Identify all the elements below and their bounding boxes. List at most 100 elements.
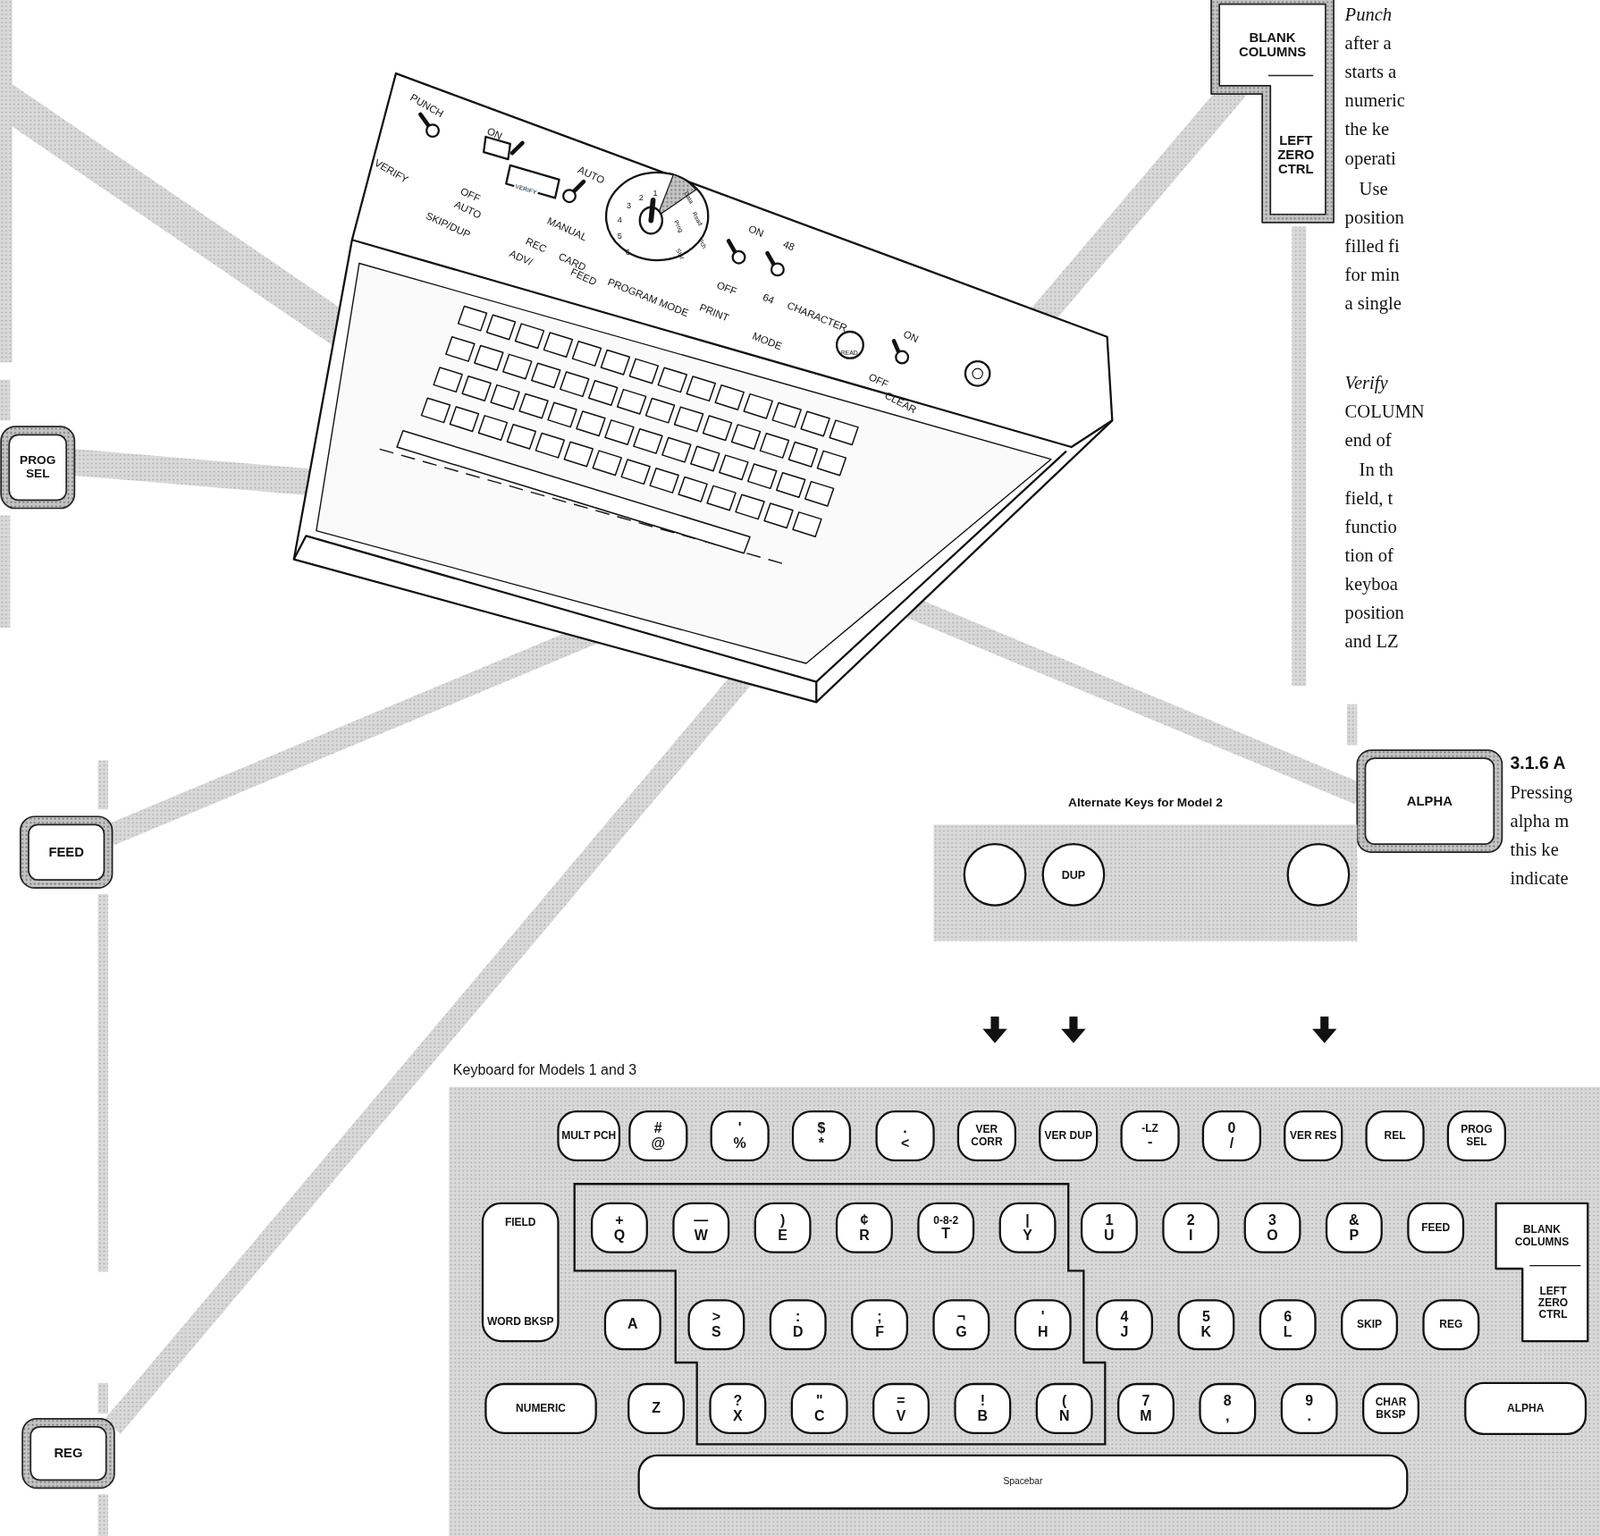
- key-legend: DUP: [1061, 867, 1087, 881]
- key-legend: FEED: [48, 844, 85, 859]
- keyboard-key: :D: [769, 1298, 827, 1350]
- label-holder: ON: [749, 217, 765, 236]
- console-key: [686, 376, 716, 401]
- console-key: [621, 459, 650, 484]
- body-text: numeric: [1345, 89, 1406, 111]
- key-legend: D: [792, 1324, 804, 1341]
- key-legend: C: [814, 1407, 826, 1424]
- panel-label: 4: [617, 215, 623, 225]
- key-legend: 9: [1305, 1392, 1314, 1409]
- body-text: keyboa: [1345, 573, 1398, 596]
- keyboard-key: ¬G: [932, 1298, 990, 1350]
- key-legend: B: [977, 1407, 989, 1424]
- callout-key: ALPHA: [1356, 749, 1502, 852]
- keyboard-key: >S: [687, 1298, 745, 1350]
- body-text: COLUMN: [1345, 401, 1425, 423]
- label-holder: filled fi: [1345, 235, 1400, 258]
- key-legend: LEFT ZERO CTRL: [1521, 1269, 1589, 1342]
- key-legend: <: [901, 1136, 910, 1153]
- label-holder: Pressing: [1510, 781, 1574, 803]
- key-legend: O: [1266, 1227, 1278, 1244]
- panel-label: 2: [639, 193, 644, 203]
- body-text: a single: [1345, 293, 1402, 315]
- console-key: [800, 411, 830, 436]
- key-legend: H: [1037, 1324, 1049, 1341]
- keyboard-key: VER DUP: [1038, 1110, 1098, 1162]
- keyboard-key: 8,: [1198, 1382, 1256, 1434]
- console-key: [772, 402, 801, 427]
- key-legend: =: [896, 1392, 905, 1409]
- label-holder: tion of: [1345, 545, 1394, 567]
- keyboard-key: VER CORR: [957, 1110, 1017, 1162]
- panel-heading: Keyboard for Models 1 and 3: [453, 1061, 637, 1078]
- key-legend: BLANK COLUMNS: [1494, 1202, 1589, 1270]
- key-legend: -LZ: [1141, 1121, 1159, 1134]
- panel-label: 48: [781, 237, 796, 253]
- keyboard-key: ALPHA: [1464, 1381, 1587, 1435]
- callout-key: FEED: [20, 816, 113, 888]
- keyboard-key: '%: [710, 1110, 770, 1162]
- label-holder: indicate: [1510, 867, 1569, 889]
- key-legend: VER DUP: [1044, 1129, 1093, 1142]
- label-holder: Data: [685, 179, 699, 199]
- key-legend: ¬: [957, 1308, 966, 1325]
- keyboard-key: .<: [875, 1110, 935, 1162]
- keyboard-key: 3O: [1244, 1202, 1302, 1254]
- label-holder: functio: [1345, 516, 1398, 539]
- keyboard-key: ?X: [708, 1382, 767, 1434]
- panel-label: 5: [617, 231, 623, 241]
- key-legend: L: [1283, 1324, 1293, 1341]
- key-legend: :: [795, 1308, 800, 1325]
- key-legend: R: [858, 1227, 870, 1244]
- label-holder: PUNCH: [411, 85, 448, 105]
- label-holder: 1: [653, 181, 658, 201]
- key-legend: REG: [1439, 1318, 1463, 1331]
- key-legend: Y: [1022, 1227, 1033, 1244]
- console-key: [657, 367, 687, 392]
- keyboard-key: #@: [628, 1110, 688, 1162]
- body-text: this ke: [1510, 838, 1559, 860]
- keyboard-key: ¢R: [835, 1202, 893, 1254]
- label-holder: MANUAL: [547, 209, 591, 228]
- console-key: [649, 468, 679, 493]
- label-holder: SKIP/DUP: [426, 203, 474, 223]
- key-legend: *: [818, 1136, 825, 1153]
- key-legend: &: [1348, 1212, 1360, 1229]
- console-key: [503, 353, 532, 379]
- label-holder: ON: [903, 322, 919, 342]
- panel-label: 6: [625, 247, 631, 257]
- keyboard-panel: Keyboard for Models 1 and 3MULT PCH#@'%$…: [448, 1086, 1600, 1536]
- label-holder: position: [1345, 207, 1405, 229]
- label-holder: field, t: [1345, 488, 1394, 510]
- console-key: [707, 485, 736, 510]
- console-key: [487, 314, 516, 339]
- console-key: [776, 472, 806, 497]
- key-legend: 0-8-2: [933, 1213, 959, 1226]
- body-text: functio: [1345, 516, 1398, 539]
- body-text: Use: [1359, 178, 1389, 201]
- key-legend: .: [902, 1120, 907, 1137]
- keyboard-key: 0/: [1202, 1110, 1262, 1162]
- console-key: [719, 454, 749, 480]
- label-holder: ON: [488, 119, 504, 139]
- console-key: [629, 358, 658, 383]
- key-legend: ': [1041, 1308, 1045, 1325]
- body-text: starts a: [1345, 60, 1398, 83]
- label-holder: alpha m: [1510, 809, 1570, 832]
- key-legend: 4: [1120, 1308, 1129, 1325]
- label-holder: numeric: [1345, 89, 1406, 111]
- keyboard-key: -LZ-: [1120, 1110, 1179, 1162]
- callout-key: REG: [22, 1418, 115, 1489]
- console-key: [605, 420, 634, 445]
- label-holder: 4: [617, 208, 623, 228]
- body-text: filled fi: [1345, 235, 1400, 258]
- keyboard-key: 2I: [1162, 1202, 1220, 1254]
- key-legend: M: [1139, 1407, 1152, 1424]
- alternate-keys-panel: Alternate Keys for Model 2DUP: [934, 824, 1358, 941]
- keyboard-key: CHAR BKSP: [1362, 1382, 1420, 1434]
- label-holder: starts a: [1345, 60, 1398, 83]
- console-key: [703, 415, 733, 440]
- label-holder: CLEAR: [885, 383, 920, 403]
- body-text: and LZ: [1345, 630, 1399, 652]
- key-legend: Spacebar: [1002, 1476, 1043, 1487]
